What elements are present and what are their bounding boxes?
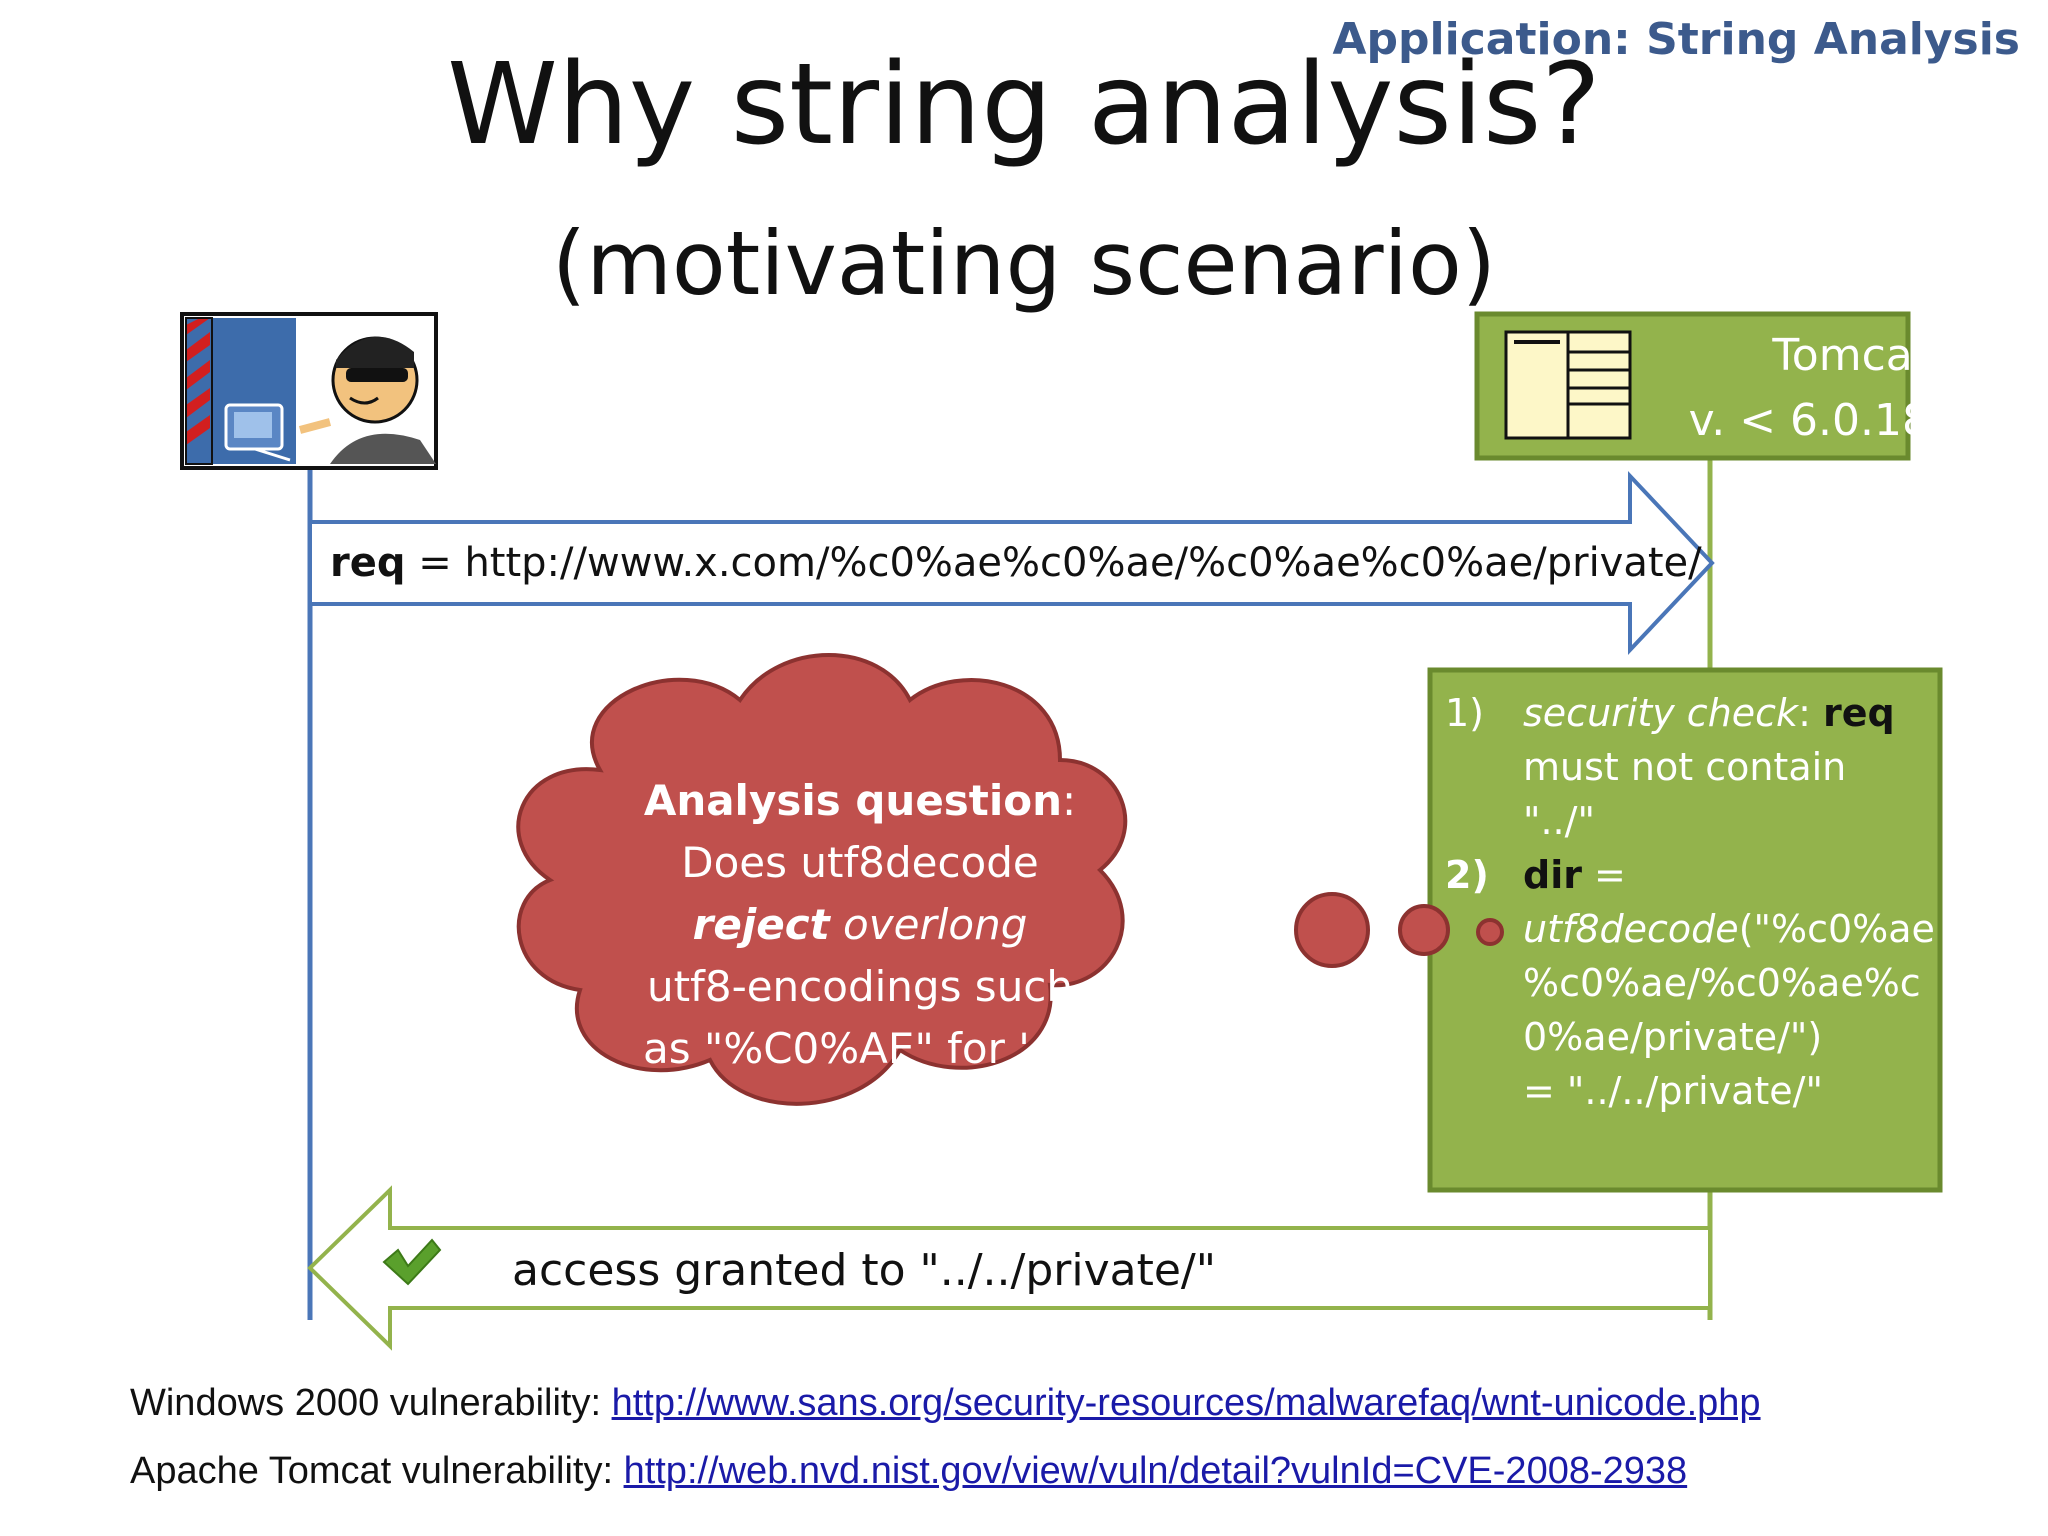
server-window-icon: [1504, 330, 1632, 440]
request-arrow: [308, 470, 1715, 656]
slide-subtitle: (motivating scenario): [551, 212, 1497, 315]
analysis-question-line-2: Does utf8decode: [681, 838, 1039, 887]
thought-bubble-small: [1476, 918, 1504, 946]
access-granted-label: access granted to "../../private/": [512, 1245, 1216, 1296]
step-1-req: req: [1822, 691, 1895, 735]
thought-bubble-medium: [1398, 904, 1450, 956]
step-2-arg-1: ("%c0%ae: [1738, 907, 1935, 951]
req-variable: req: [330, 540, 406, 586]
step-1-text-2: "../": [1523, 799, 1595, 843]
analysis-question-overlong: overlong: [829, 900, 1028, 949]
step-2-function: utf8decode: [1523, 907, 1739, 951]
analysis-question-reject: reject: [692, 900, 830, 949]
reference-windows: Windows 2000 vulnerability: http://www.s…: [130, 1382, 1761, 1425]
analysis-question-title: Analysis question: [643, 776, 1063, 825]
reference-tomcat: Apache Tomcat vulnerability: http://web.…: [130, 1450, 1687, 1493]
request-url: = http://www.x.com/%c0%ae%c0%ae/%c0%ae%c…: [405, 540, 1702, 586]
step-2-arg-2: %c0%ae/%c0%ae%c: [1523, 961, 1921, 1005]
request-label: req = http://www.x.com/%c0%ae%c0%ae/%c0%…: [330, 540, 1702, 586]
step-1-colon: :: [1798, 691, 1823, 735]
step-1-label: security check: [1523, 691, 1799, 735]
step-2-result: = "../../private/": [1523, 1069, 1823, 1113]
step-1-number: 1): [1445, 691, 1485, 735]
reference-windows-label: Windows 2000 vulnerability:: [130, 1382, 612, 1424]
step-2-dir: dir: [1523, 853, 1582, 897]
analysis-question-line-4: utf8-encodings such: [646, 962, 1074, 1011]
processing-box: [1427, 667, 1943, 1193]
step-2-eq: =: [1581, 853, 1626, 897]
analysis-question: Analysis question: Does utf8decode rejec…: [610, 770, 1110, 1080]
processing-steps: 1) security check: req must not contain …: [1445, 686, 1945, 1118]
response-arrow: [307, 1185, 1712, 1351]
slide-title: Why string analysis?: [447, 40, 1601, 170]
section-title: Application: String Analysis: [1332, 14, 2021, 65]
reference-windows-link[interactable]: http://www.sans.org/security-resources/m…: [611, 1382, 1761, 1424]
step-1: 1) security check: req must not contain …: [1445, 686, 1945, 848]
server-version: v. < 6.0.18: [1688, 395, 1930, 446]
step-2: 2) dir = utf8decode("%c0%ae %c0%ae/%c0%a…: [1445, 848, 1945, 1118]
checkmark-icon: [382, 1238, 442, 1286]
server-box: [1474, 311, 1911, 461]
step-2-arg-3: 0%ae/private/"): [1523, 1015, 1823, 1059]
reference-tomcat-label: Apache Tomcat vulnerability:: [130, 1450, 624, 1492]
thought-bubble-large: [1294, 892, 1370, 968]
analysis-question-line-5: as "%C0%AE" for '.'?: [643, 1024, 1077, 1073]
reference-tomcat-link[interactable]: http://web.nvd.nist.gov/view/vuln/detail…: [623, 1450, 1688, 1492]
server-name: Tomcat: [1772, 330, 1930, 381]
step-2-number: 2): [1445, 853, 1489, 897]
analysis-question-colon: :: [1062, 776, 1077, 825]
attacker-icon: [180, 312, 438, 470]
step-1-text-1: must not contain: [1523, 745, 1847, 789]
thought-cloud: [516, 653, 1504, 1106]
